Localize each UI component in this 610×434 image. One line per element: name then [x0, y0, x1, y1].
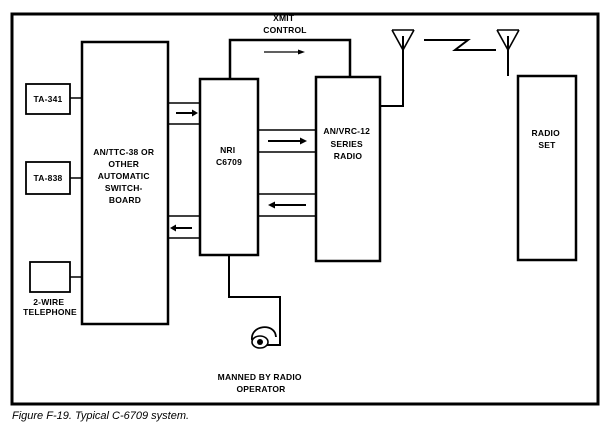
- vrc-radio-label: AN/VRC-12 SERIES RADIO: [323, 126, 372, 161]
- vrc-radio-box: [314, 75, 382, 263]
- radio-set-label: RADIO SET: [532, 128, 563, 150]
- ta341-box: [25, 83, 71, 115]
- nri-box: [198, 77, 260, 257]
- nri-label: NRI C6709: [216, 145, 242, 167]
- arrow-sw-to-nri-head: [192, 109, 198, 117]
- xmit-control-label: XMIT CONTROL: [263, 13, 306, 35]
- arrow-radio-to-nri-head: [268, 201, 275, 209]
- switchboard-box: [80, 40, 170, 326]
- operator-label: MANNED BY RADIO OPERATOR: [218, 372, 305, 394]
- diagram-frame: [10, 12, 600, 406]
- headset-earpiece-dot: [257, 339, 263, 345]
- radio-antenna-feed: [380, 36, 404, 107]
- ta838-label: TA-838: [34, 173, 63, 183]
- radio-antenna-left-leg: [391, 29, 404, 51]
- headset-icon: [251, 326, 277, 341]
- arrow-nri-to-radio-head: [300, 137, 307, 145]
- radio-set-box: [516, 74, 578, 262]
- remote-antenna-right-leg: [507, 29, 520, 51]
- telephone-box: [29, 261, 71, 293]
- radio-link-zigzag-icon: [424, 39, 496, 51]
- ta341-label: TA-341: [34, 94, 63, 104]
- telephone-label: 2-WIRE TELEPHONE: [23, 297, 77, 317]
- xmit-control-line: [228, 38, 352, 79]
- headset-cord: [228, 255, 281, 346]
- radio-antenna-right-leg: [402, 29, 415, 51]
- switchboard-label: AN/TTC-38 OR OTHER AUTOMATIC SWITCH- BOA…: [93, 147, 157, 205]
- xmit-control-arrow-head: [298, 49, 305, 55]
- remote-antenna-left-leg: [496, 29, 509, 51]
- arrow-nri-to-sw-head: [170, 224, 176, 232]
- figure-caption: Figure F-19. Typical C-6709 system.: [12, 410, 189, 422]
